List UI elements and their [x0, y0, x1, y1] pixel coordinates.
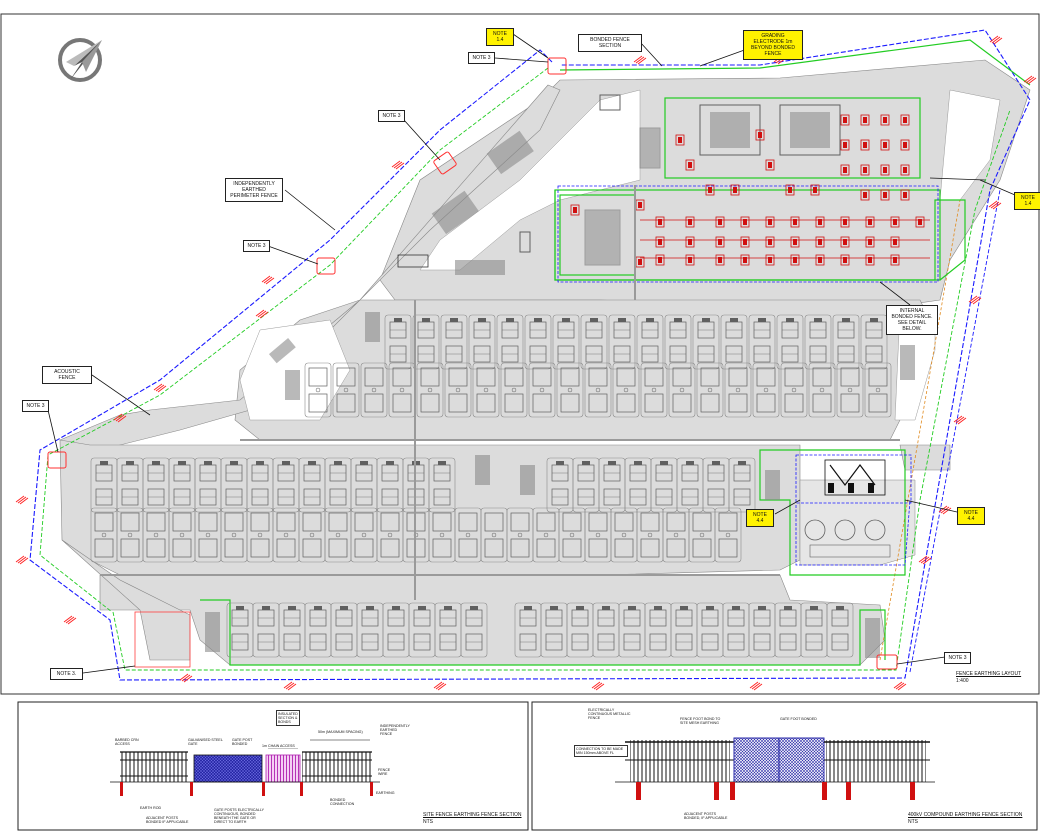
note-1-4-right: NOTE 1.4 — [1014, 192, 1040, 210]
note-3-bottom-left: NOTE 3. — [50, 668, 83, 680]
label-earthing: EARTHING — [376, 791, 402, 795]
label-fence-foot: FENCE FOOT BOND TO SITE MESH EARTHING — [680, 717, 724, 725]
label-adjacent-posts: ADJACENT POSTS BONDED IF APPLICABLE — [146, 816, 190, 824]
perimeter-fence — [29, 29, 1031, 681]
note-4-4-left: NOTE 4.4 — [746, 509, 774, 527]
compound-fence-elevation — [615, 737, 935, 800]
site-pavement — [59, 59, 1031, 666]
section-left-frame — [17, 701, 529, 831]
section-right-frame — [531, 701, 1038, 831]
layout-scale: 1:400 — [956, 678, 969, 684]
compound-400kv — [804, 459, 891, 558]
label-earth-rod: EARTH ROD — [140, 806, 162, 810]
section-right-title: 400kV COMPOUND EARTHING FENCE SECTION — [908, 812, 1023, 818]
note-3-left: NOTE 3 — [22, 400, 49, 412]
label-fence-wire: FENCE WIRE — [378, 768, 400, 776]
grading-electrode-label: GRADING ELECTRODE 1m BEYOND BONDED FENCE — [743, 30, 803, 60]
label-connection: CONNECTION TO BE MADE MIN 150mm ABOVE FL — [574, 745, 628, 757]
internal-fence-blue — [557, 185, 939, 566]
note-3-upper: NOTE 3 — [378, 110, 405, 122]
transformer-area — [205, 94, 915, 658]
section-left-title: SITE FENCE EARTHING FENCE SECTION — [423, 812, 522, 818]
label-adjacent: ADJACENT POSTS BONDED, IF APPLICABLE — [684, 812, 728, 820]
label-chain: 1m CHAIN ACCESS — [262, 744, 298, 748]
label-galvanised: GALVANISED STEEL GATE — [188, 738, 224, 746]
note-1-4-top: NOTE 1.4 — [486, 28, 514, 46]
note-markers — [47, 57, 898, 670]
label-spacing: 50m (MAXIMUM SPACING) — [318, 730, 368, 734]
label-barbed: BARBED CRN ACCESS — [115, 738, 151, 746]
layout-title: FENCE EARTHING LAYOUT — [956, 671, 1022, 677]
label-bonded-connection: BONDED CONNECTION — [330, 798, 364, 806]
bonded-compound — [134, 39, 1031, 668]
note-3-top: NOTE 3 — [468, 52, 495, 64]
north-arrow-icon — [58, 38, 102, 82]
label-independent: INDEPENDENTLY EARTHED FENCE — [380, 724, 410, 736]
label-insulated: INSULATED SECTION & BONDS — [276, 710, 300, 726]
section-left-scale: NTS — [423, 819, 433, 825]
label-gate-foot: GATE FOOT BONDED — [780, 717, 820, 721]
site-fence-elevation — [110, 739, 380, 796]
section-right-scale: NTS — [908, 819, 918, 825]
note-4-4-right: NOTE 4.4 — [957, 507, 985, 525]
label-gate-post: GATE POST BONDED — [232, 738, 264, 746]
independently-earthed-label: INDEPENDENTLY EARTHED PERIMETER FENCE — [225, 178, 283, 202]
cable-routes — [100, 185, 900, 600]
acoustic-fence-label: ACOUSTIC FENCE — [42, 366, 92, 384]
label-gate-posts: GATE POSTS ELECTRICALLY CONTINUOUS, BOND… — [214, 808, 266, 824]
internal-bonded-fence-label: INTERNAL BONDED FENCE. SEE DETAIL BELOW. — [886, 305, 938, 335]
label-continuous: ELECTRICALLY CONTINUOUS METALLIC FENCE — [588, 708, 634, 720]
leader-lines — [47, 33, 1016, 674]
note-3-bottom-right: NOTE 3 — [944, 652, 971, 664]
note-3-mid: NOTE 3 — [243, 240, 270, 252]
bonded-fence-section-label: BONDED FENCE SECTION — [578, 34, 642, 52]
